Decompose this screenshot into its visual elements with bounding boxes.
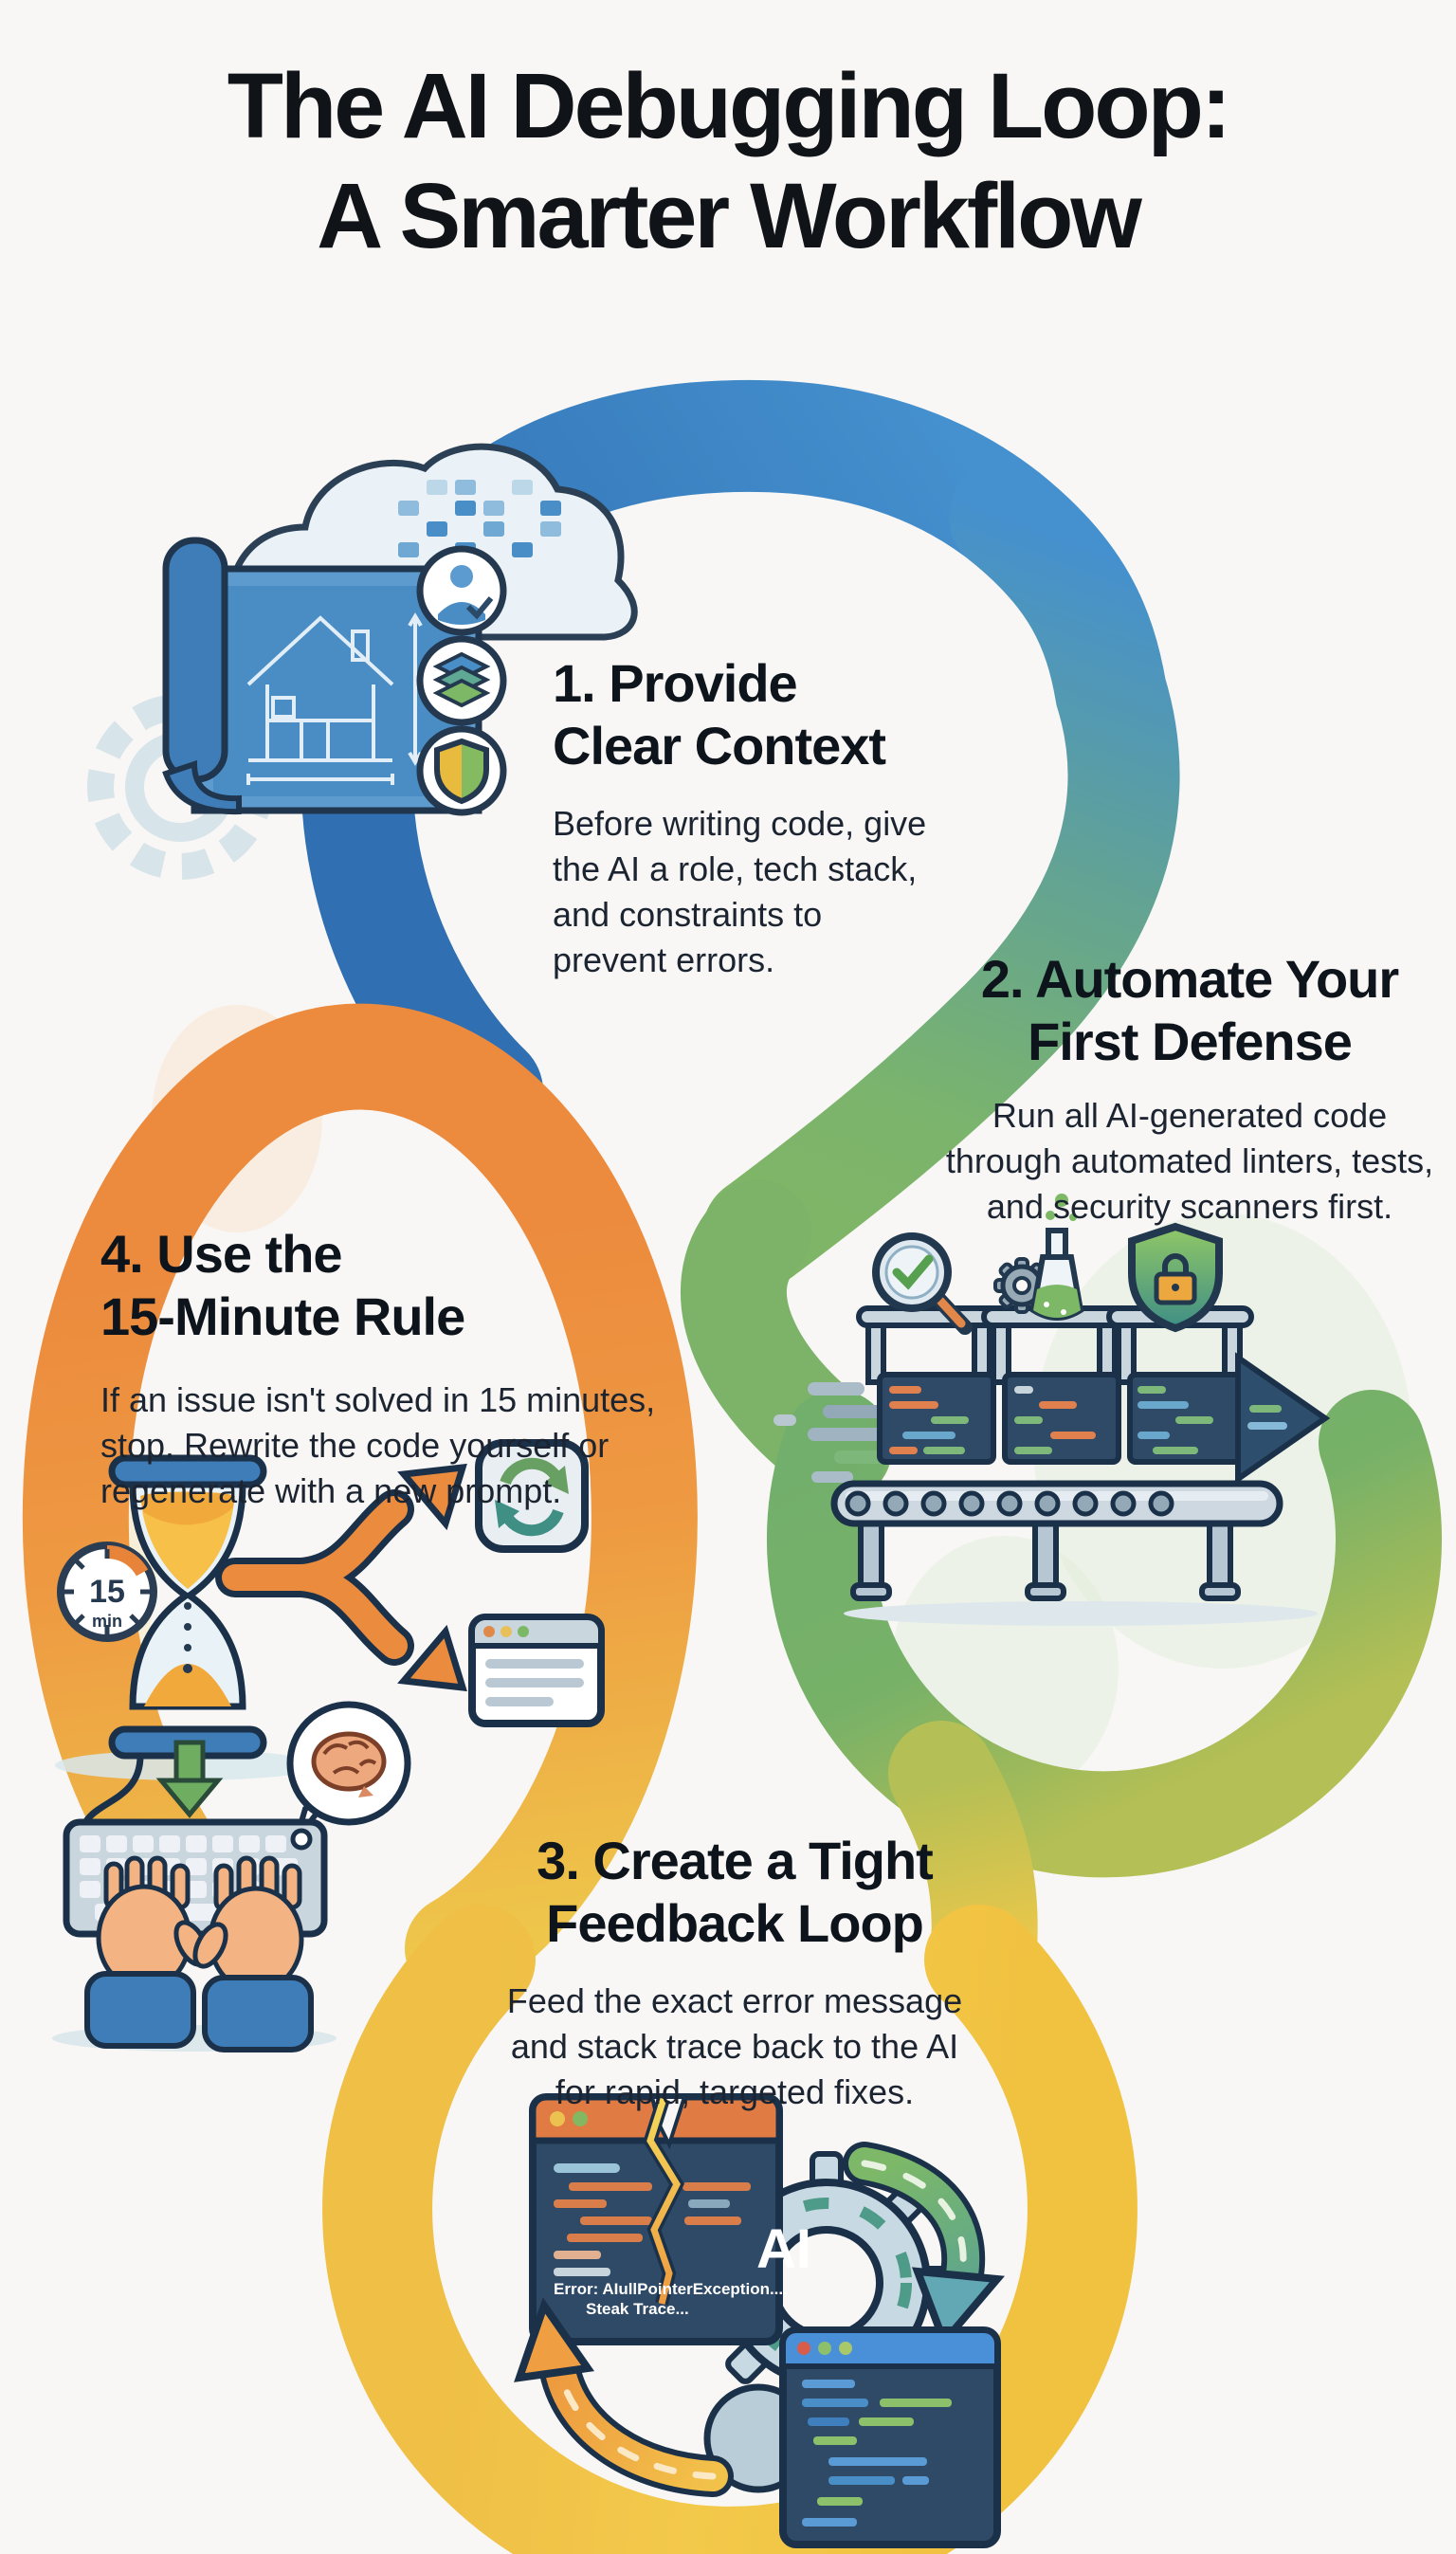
code-lines <box>889 1386 1287 1454</box>
step-2-automate-first-defense: 2. Automate Your First Defense Run all A… <box>896 948 1456 1230</box>
ring2-green <box>767 1390 1442 1878</box>
workflow-loop-ribbon <box>22 379 1442 2554</box>
conveyor-legs <box>850 1521 1241 1601</box>
step-3-body: Feed the exact error message and stack t… <box>506 1981 963 2111</box>
error-message-line2: Steak Trace... <box>586 2300 689 2318</box>
new-prompt-window-icon <box>468 1614 605 1727</box>
title-line-2: A Smarter Workflow <box>317 164 1142 268</box>
code-panels <box>877 1352 1331 1485</box>
error-message-line1: Error: AIullPointerException.... <box>554 2280 788 2298</box>
step-3-tight-feedback-loop: 3. Create a Tight Feedback Loop Feed the… <box>431 1830 1038 2115</box>
gear-flask-test-icon <box>993 1194 1084 1321</box>
step-4-fifteen-minute-rule: 4. Use the 15-Minute Rule If an issue is… <box>100 1223 669 1514</box>
feedback-arrow-up-icon <box>514 2297 734 2497</box>
fixed-code-window <box>779 2326 1001 2548</box>
badge-constraints-shield-icon <box>416 725 507 816</box>
ring4-yellow <box>322 1905 1138 2554</box>
belt-rollers <box>845 1490 1174 1517</box>
ring3-orange <box>22 1003 698 2001</box>
page-title: The AI Debugging Loop: A Smarter Workflo… <box>0 51 1456 272</box>
rewrite-down-arrow-icon <box>155 1740 224 1818</box>
security-shield-lock-icon <box>1128 1222 1223 1333</box>
step-4-heading: 4. Use the 15-Minute Rule <box>100 1224 465 1346</box>
timer-value: 15 <box>89 1574 125 1610</box>
house-blueprint-drawing <box>246 612 423 785</box>
illustration-15-minute-rule: 15 min <box>52 1439 605 2052</box>
timer-unit: min <box>92 1612 122 1631</box>
illustration-clear-context <box>87 443 638 880</box>
broken-code-lines <box>554 2163 751 2276</box>
thinking-brain-bubble-icon <box>286 1701 411 1843</box>
ai-label: AI <box>756 2218 811 2280</box>
ring1-green-segment <box>702 461 1180 1288</box>
fork-arrows-icon <box>215 1463 467 1692</box>
step-2-heading: 2. Automate Your First Defense <box>980 949 1399 1071</box>
fixed-code-lines <box>802 2380 952 2527</box>
badge-role-icon <box>416 545 507 636</box>
title-line-1: The AI Debugging Loop: <box>227 54 1231 157</box>
step-4-body: If an issue isn't solved in 15 minutes, … <box>100 1380 656 1510</box>
step-2-body: Run all AI-generated code through automa… <box>945 1096 1434 1226</box>
badge-tech-stack-icon <box>416 635 507 726</box>
step-1-heading: 1. Provide Clear Context <box>553 653 886 775</box>
magnifier-check-icon <box>872 1232 973 1335</box>
regenerate-icon <box>475 1439 589 1553</box>
step-3-heading: 3. Create a Tight Feedback Loop <box>537 1831 934 1953</box>
illustration-feedback-loop: Error: AIullPointerException.... Steak T… <box>514 2093 1006 2548</box>
feedback-arrow-down-icon <box>843 2142 1006 2349</box>
step-1-provide-clear-context: 1. Provide Clear Context Before writing … <box>553 652 1008 983</box>
broken-code-window: Error: AIullPointerException.... Steak T… <box>529 2093 788 2345</box>
pipeline-exit-arrow-icon <box>1235 1352 1331 1485</box>
typing-hands <box>84 1855 314 2052</box>
timer-15-min-icon: 15 min <box>57 1542 157 1642</box>
conveyor-belt <box>830 1480 1283 1527</box>
step-1-body: Before writing code, give the AI a role,… <box>553 804 927 979</box>
illustration-pipeline-conveyor <box>774 1194 1331 1626</box>
